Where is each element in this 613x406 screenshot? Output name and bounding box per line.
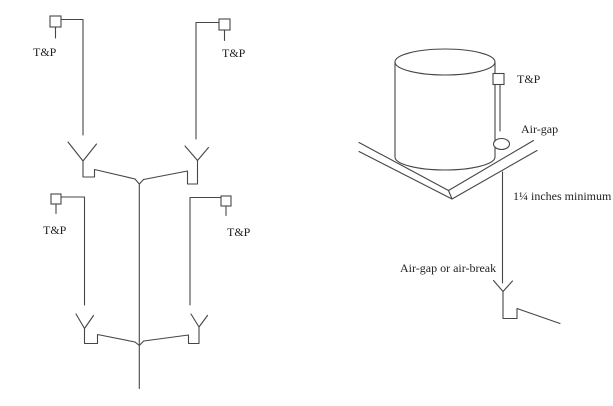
clearance-label: 1¼ inches minimum xyxy=(513,189,612,203)
lower-junction-v xyxy=(134,340,145,347)
receptor-drain-branch xyxy=(502,290,561,325)
pan-drain-opening xyxy=(492,137,511,151)
water-heater-tank xyxy=(394,48,496,171)
discharge-pipe xyxy=(60,18,84,136)
tp-valve-square xyxy=(218,18,231,31)
funnel-drain-branch xyxy=(143,326,200,345)
drain-pan xyxy=(358,139,538,200)
funnel-drain-branch xyxy=(142,159,199,185)
upper-junction-v xyxy=(134,178,145,185)
discharge-pipe xyxy=(195,21,220,140)
tank-top xyxy=(394,48,496,76)
air-gap-funnel xyxy=(75,313,95,330)
tp-label: T&P xyxy=(33,45,57,59)
tp-label: T&P xyxy=(43,223,67,237)
water-heater-pan-diagram: T&P Air-gap 1¼ inches minimum Air-gap or… xyxy=(358,48,612,325)
valve-unit-bottom-left: T&P xyxy=(43,193,136,345)
tank-body xyxy=(394,61,496,171)
funnel-drain-branch xyxy=(82,160,136,180)
tp-valve-square xyxy=(220,195,232,207)
air-gap-funnel xyxy=(190,313,209,328)
air-gap-funnel xyxy=(67,141,98,162)
valve-unit-top-left: T&P xyxy=(33,15,136,180)
tp-valve-square xyxy=(50,193,62,205)
tp-valve-square xyxy=(49,15,62,28)
tp-label: T&P xyxy=(227,225,251,239)
discharge-pipe xyxy=(60,196,86,306)
discharge-pipe xyxy=(189,196,222,306)
tp-valve-square xyxy=(492,72,505,86)
valve-unit-top-right: T&P xyxy=(142,18,246,185)
tp-label: T&P xyxy=(517,72,541,86)
air-gap-label: Air-gap xyxy=(521,122,558,136)
manifold-diagram: T&P T&P T&P xyxy=(33,15,251,390)
air-gap-funnel xyxy=(184,145,210,162)
pan-corner-edge xyxy=(447,189,453,200)
tp-label: T&P xyxy=(222,46,246,60)
funnel-drain-branch xyxy=(83,327,136,345)
discharge-label: Air-gap or air-break xyxy=(400,261,496,275)
valve-unit-bottom-right: T&P xyxy=(143,195,251,345)
